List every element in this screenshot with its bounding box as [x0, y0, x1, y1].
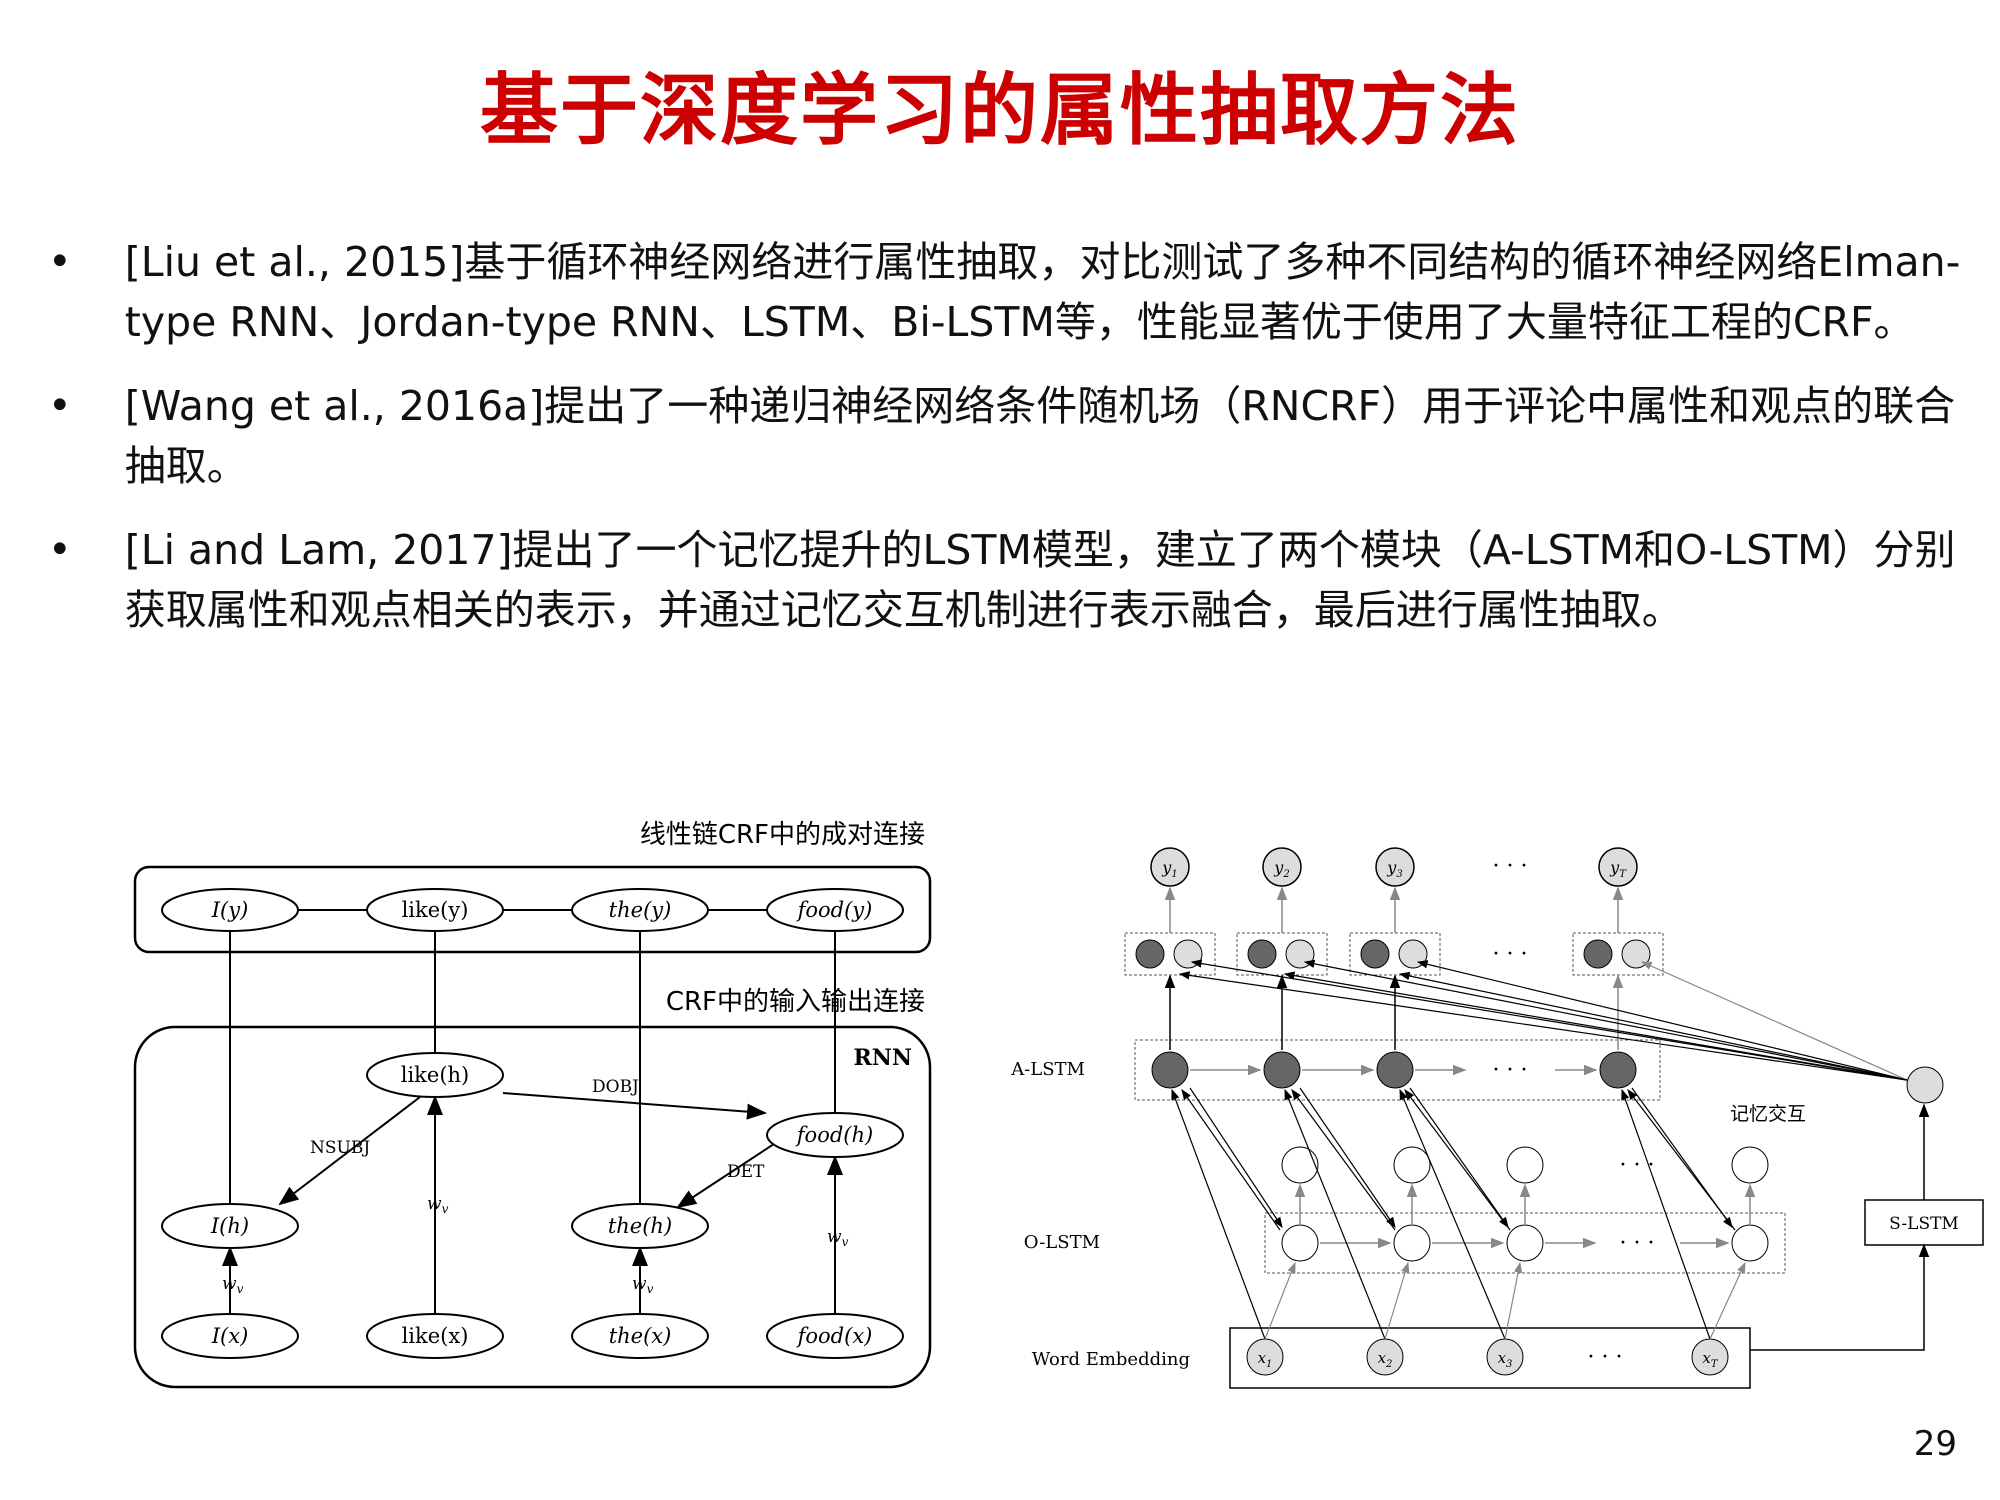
bullet-item: • [Li and Lam, 2017]提出了一个记忆提升的LSTM模型，建立了…	[40, 520, 1970, 640]
crf-node: I(y)	[161, 888, 299, 932]
io-caption: CRF中的输入输出连接	[666, 987, 925, 1017]
memory-interaction-label: 记忆交互	[1730, 1103, 1806, 1125]
wv-label: wv	[827, 1227, 849, 1249]
input-node: the(x)	[571, 1313, 709, 1359]
wv-label: wv	[222, 1274, 244, 1296]
svg-text:I(h): I(h)	[210, 1214, 249, 1238]
hidden-node: I(h)	[161, 1203, 299, 1249]
svg-text:· · ·: · · ·	[1493, 942, 1528, 967]
mlstm-diagram: y1 y2 y3 · · · yT · · · A-LSTM · · · 记忆交…	[1010, 847, 1984, 1389]
output-node-a: y1	[1150, 847, 1190, 887]
input-node: food(x)	[766, 1313, 904, 1359]
a-lstm-label: A-LSTM	[1010, 1059, 1085, 1080]
svg-text:I(y): I(y)	[211, 898, 249, 922]
s-lstm-label: S-LSTM	[1889, 1214, 1959, 1234]
crf-caption: 线性链CRF中的成对连接	[640, 820, 925, 850]
svg-text:y1: y1	[1161, 858, 1177, 880]
embedding-node: x3	[1486, 1338, 1524, 1376]
crf-node: food(y)	[766, 888, 904, 932]
svg-text:y3: y3	[1386, 858, 1402, 880]
wv-label: wv	[632, 1274, 654, 1296]
slide-title: 基于深度学习的属性抽取方法	[479, 66, 1520, 156]
svg-text:like(h): like(h)	[401, 1063, 470, 1087]
svg-text:food(x): food(x)	[796, 1324, 873, 1348]
bullet-item: • [Wang et al., 2016a]提出了一种递归神经网络条件随机场（R…	[40, 376, 1970, 496]
o-lstm-label: O-LSTM	[1024, 1232, 1100, 1253]
word-embedding-label: Word Embedding	[1032, 1349, 1190, 1370]
hidden-node: like(h)	[366, 1052, 504, 1098]
det-label: DET	[727, 1162, 765, 1182]
crf-node: the(y)	[571, 888, 709, 932]
output-node-a: y2	[1262, 847, 1302, 887]
wv-label: wv	[427, 1194, 449, 1216]
dobj-label: DOBJ	[592, 1077, 639, 1097]
svg-text:like(y): like(y)	[402, 898, 469, 922]
svg-text:the(y): the(y)	[609, 898, 672, 922]
output-node-a: yT	[1598, 847, 1638, 887]
hidden-node: the(h)	[571, 1203, 709, 1249]
output-node-a: y3	[1375, 847, 1415, 887]
svg-text:· · ·: · · ·	[1620, 1231, 1655, 1256]
page-number: 29	[1913, 1424, 1957, 1464]
crf-box	[133, 865, 932, 954]
svg-text:· · ·: · · ·	[1493, 1058, 1528, 1083]
embedding-node: x2	[1366, 1338, 1404, 1376]
svg-text:the(x): the(x)	[609, 1324, 672, 1348]
svg-text:food(y): food(y)	[796, 898, 873, 922]
svg-text:like(x): like(x)	[402, 1324, 469, 1348]
rncrf-diagram: 线性链CRF中的成对连接 CRF中的输入输出连接 RNN I(y) like(y…	[133, 820, 932, 1389]
input-node: I(x)	[161, 1313, 299, 1359]
svg-text:food(h): food(h)	[795, 1123, 873, 1147]
svg-text:· · ·: · · ·	[1588, 1345, 1623, 1370]
ellipsis: · · ·	[1493, 854, 1528, 879]
rnn-label: RNN	[853, 1045, 912, 1071]
bullet-text: [Li and Lam, 2017]提出了一个记忆提升的LSTM模型，建立了两个…	[124, 526, 1956, 634]
bullet-marker: •	[48, 383, 72, 429]
bullet-list: • [Liu et al., 2015]基于循环神经网络进行属性抽取，对比测试了…	[40, 232, 1970, 664]
a-lstm-box	[1134, 1039, 1661, 1101]
bullet-item: • [Liu et al., 2015]基于循环神经网络进行属性抽取，对比测试了…	[40, 232, 1970, 352]
bullet-text: [Liu et al., 2015]基于循环神经网络进行属性抽取，对比测试了多种…	[124, 238, 1961, 346]
s-lstm-box	[1864, 1199, 1984, 1246]
embedding-box	[1229, 1327, 1751, 1389]
bullet-marker: •	[48, 239, 72, 285]
nsubj-label: NSUBJ	[310, 1138, 370, 1158]
svg-text:the(h): the(h)	[608, 1214, 672, 1238]
embedding-node: xT	[1691, 1338, 1729, 1376]
embedding-node: x1	[1246, 1338, 1284, 1376]
bullet-text: [Wang et al., 2016a]提出了一种递归神经网络条件随机场（RNC…	[124, 382, 1956, 490]
sentence-node	[1906, 1066, 1944, 1104]
svg-text:yT: yT	[1609, 858, 1627, 880]
hidden-node: food(h)	[766, 1112, 904, 1158]
bullet-marker: •	[48, 527, 72, 573]
rnn-box	[133, 1025, 932, 1389]
crf-node: like(y)	[366, 888, 504, 932]
svg-text:I(x): I(x)	[211, 1324, 249, 1348]
svg-text:y2: y2	[1273, 858, 1289, 880]
input-node: like(x)	[366, 1313, 504, 1359]
